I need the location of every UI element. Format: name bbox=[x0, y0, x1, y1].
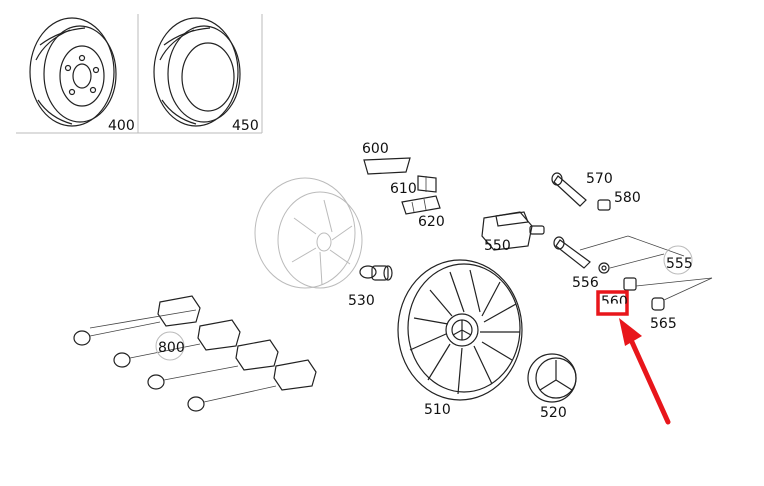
wheel-assembly-400[interactable] bbox=[29, 17, 117, 127]
callout-530[interactable]: 530 bbox=[348, 293, 375, 309]
highlight-box bbox=[596, 290, 629, 316]
callout-560-highlight[interactable]: 560 bbox=[596, 290, 629, 316]
tire-icon bbox=[153, 17, 241, 127]
tire-450[interactable] bbox=[153, 17, 241, 127]
callout-510[interactable]: 510 bbox=[424, 402, 451, 418]
valve-cap-580[interactable] bbox=[597, 199, 611, 211]
callout-555[interactable]: 555 bbox=[666, 256, 693, 272]
arrow-icon bbox=[619, 318, 671, 425]
callout-560[interactable]: 560 bbox=[601, 294, 628, 310]
balance-weight-620[interactable] bbox=[401, 195, 441, 215]
wheel-icon bbox=[29, 17, 117, 127]
callout-580[interactable]: 580 bbox=[614, 190, 641, 206]
alloy-wheel-outline bbox=[254, 177, 363, 289]
callout-620[interactable]: 620 bbox=[418, 214, 445, 230]
hub-cap-520[interactable] bbox=[527, 353, 577, 403]
nut-560[interactable] bbox=[623, 277, 637, 291]
callout-450[interactable]: 450 bbox=[232, 118, 259, 134]
tpms-sensor-550[interactable] bbox=[481, 211, 545, 251]
valve-stem-556[interactable] bbox=[553, 236, 591, 269]
wheel-cover-510[interactable] bbox=[397, 259, 523, 401]
balance-weight-610[interactable] bbox=[417, 175, 437, 193]
callout-556[interactable]: 556 bbox=[572, 275, 599, 291]
valve-530[interactable] bbox=[359, 265, 393, 281]
callout-565[interactable]: 565 bbox=[650, 316, 677, 332]
leader-lines-555 bbox=[579, 235, 713, 301]
callout-600[interactable]: 600 bbox=[362, 141, 389, 157]
panel-frame bbox=[16, 14, 263, 134]
washer-556[interactable] bbox=[598, 262, 610, 274]
balance-weight-600[interactable] bbox=[363, 157, 411, 175]
callout-570[interactable]: 570 bbox=[586, 171, 613, 187]
valve-stem-570[interactable] bbox=[551, 172, 587, 207]
callout-550[interactable]: 550 bbox=[484, 238, 511, 254]
callout-labels: 400 450 600 610 620 530 550 570 580 555 … bbox=[108, 118, 693, 421]
cap-565[interactable] bbox=[651, 297, 665, 311]
callout-520[interactable]: 520 bbox=[540, 405, 567, 421]
callout-400[interactable]: 400 bbox=[108, 118, 135, 134]
callout-610[interactable]: 610 bbox=[390, 181, 417, 197]
callout-800[interactable]: 800 bbox=[158, 340, 185, 356]
sensor-set-800[interactable] bbox=[73, 295, 317, 412]
